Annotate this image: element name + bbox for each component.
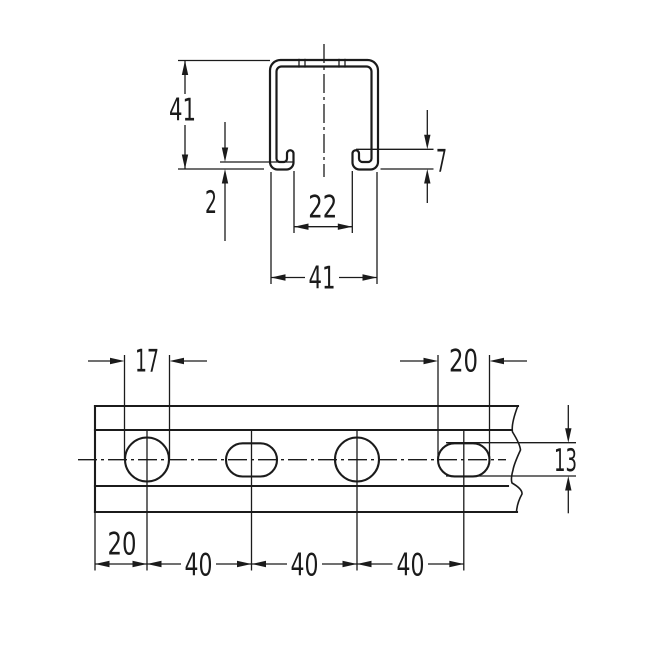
dim-material-thickness-label: 2 — [205, 185, 217, 221]
dim-hole-width: 13 — [446, 405, 577, 514]
dim-spacing-2-label: 40 — [291, 548, 319, 584]
dim-round-hole-diameter: 17 — [88, 344, 207, 459]
dim-slot-opening-label: 22 — [308, 190, 337, 226]
dim-lip-height: 7 — [356, 110, 447, 203]
cross-section-view: 41 2 22 41 — [169, 44, 447, 297]
hole-center-extension-lines — [146, 430, 465, 571]
dim-slot-opening: 22 — [293, 171, 353, 233]
dim-overall-height: 41 — [169, 59, 270, 170]
dim-overall-width: 41 — [270, 172, 378, 297]
dim-end-offset-label: 20 — [108, 527, 137, 563]
dim-slot-hole-length: 20 — [400, 344, 527, 459]
dim-round-hole-diameter-label: 17 — [135, 344, 159, 380]
dim-lip-height-label: 7 — [436, 144, 447, 180]
top-wall-tick-marks — [298, 58, 346, 68]
dim-hole-width-label: 13 — [554, 443, 577, 479]
dim-bottom-chain: 20 40 40 40 — [94, 513, 464, 584]
plan-view: 17 20 13 20 — [78, 344, 577, 584]
bar-outline — [93, 404, 523, 514]
channel-profile-outline — [268, 58, 380, 171]
dim-overall-height-label: 41 — [169, 93, 196, 129]
break-line — [510, 405, 523, 513]
dim-slot-hole-length-label: 20 — [449, 344, 478, 380]
dim-spacing-3-label: 40 — [397, 548, 425, 584]
dim-spacing-1-label: 40 — [185, 548, 213, 584]
dim-material-thickness: 2 — [205, 122, 293, 241]
dim-overall-width-label: 41 — [309, 261, 336, 297]
